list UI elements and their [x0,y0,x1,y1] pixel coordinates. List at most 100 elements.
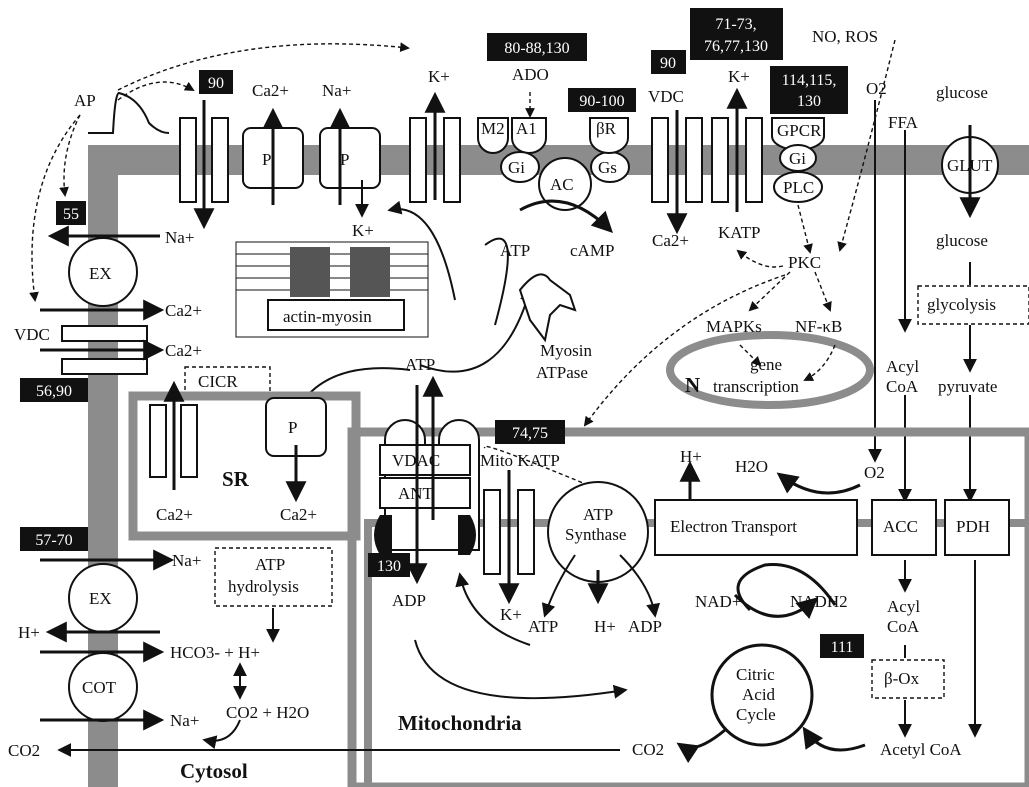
label-atp-h2: hydrolysis [228,577,299,596]
label-ffa: FFA [888,113,919,132]
k-channel [410,118,426,202]
label-p1: P [262,150,271,169]
ref-111: 111 [831,639,854,656]
label-citric1: Citric [736,665,775,684]
label-cicr: CICR [198,372,238,391]
label-vdc-left: VDC [14,325,50,344]
label-ap: AP [74,91,96,110]
label-acetyl: Acetyl CoA [880,740,962,759]
label-gi: Gi [508,158,525,177]
label-h-left: H+ [18,623,40,642]
pump-nak [320,128,380,188]
label-nad: NAD+ [695,592,741,611]
na-channel [180,118,196,202]
ref-71-73: 71-73, [715,16,756,33]
ref-80-88: 80-88,130 [504,40,569,57]
ref-56-90: 56,90 [36,383,72,400]
label-hco3: HCO3- + H+ [170,643,260,662]
label-vdac: VDAC [392,451,440,470]
label-o2-mito: O2 [864,463,885,482]
label-katp: KATP [718,223,761,242]
label-atp-h1: ATP [255,555,285,574]
label-et: Electron Transport [670,517,797,536]
label-ca-ex: Ca2+ [165,301,202,320]
label-na-ex: Na+ [165,228,194,247]
label-ca-sr2: Ca2+ [280,505,317,524]
label-coa1: CoA [886,377,919,396]
ref-114: 114,115, [782,72,837,89]
label-na-cot: Na+ [170,711,199,730]
label-h-m: H+ [594,617,616,636]
label-ant: ANT [398,484,434,503]
label-adp-l: ADP [392,591,426,610]
ref-90b: 90 [660,55,676,72]
label-pyruvate: pyruvate [938,377,997,396]
label-nadh: NADH2 [790,592,848,611]
label-o2-top: O2 [866,79,887,98]
label-atp-syn2: Synthase [565,525,626,544]
label-co2-m: CO2 [632,740,664,759]
katp-channel [712,118,728,202]
ref-90a: 90 [208,75,224,92]
label-gi2: Gi [789,149,806,168]
label-cot: COT [82,678,117,697]
label-br: βR [596,119,617,138]
label-atp1: ATP [500,241,530,260]
label-gpcr: GPCR [777,121,822,140]
label-gene: gene [750,355,782,374]
myosin-atpase-icon [520,274,575,340]
label-atp-c: ATP [405,355,435,374]
label-ex2: EX [89,589,112,608]
label-adp-m: ADP [628,617,662,636]
label-k-mito: K+ [500,605,522,624]
label-mapks: MAPKs [706,317,762,336]
label-vdc-top: VDC [648,87,684,106]
label-na-ex2: Na+ [172,551,201,570]
label-acyl1: Acyl [886,357,919,376]
label-p2: P [340,150,349,169]
ref-74-75: 74,75 [512,425,548,442]
label-no-ros: NO, ROS [812,27,878,46]
label-glycolysis: glycolysis [927,295,996,314]
label-sr: SR [222,467,250,491]
ref-55: 55 [63,206,79,223]
label-acc: ACC [883,517,918,536]
label-k-p: K+ [352,221,374,240]
label-box-ox: β-Ox [884,669,920,688]
label-mito-k: Mito KATP [480,451,560,470]
ap-trace [88,93,169,133]
vdc-channel [652,118,668,202]
label-p3: P [288,418,297,437]
label-actin: actin-myosin [283,307,372,326]
label-pdh: PDH [956,517,990,536]
label-cytosol: Cytosol [180,759,248,783]
label-atp-m: ATP [528,617,558,636]
ref-90-100: 90-100 [579,93,624,110]
label-glut: GLUT [947,156,993,175]
label-myosin1: Myosin [540,341,592,360]
label-ex1: EX [89,264,112,283]
label-acyl2: Acyl [887,597,920,616]
label-co2-h2o: CO2 + H2O [226,703,309,722]
label-a1: A1 [516,119,537,138]
label-ac: AC [550,175,574,194]
label-ca-sr1: Ca2+ [156,505,193,524]
ref-57-70: 57-70 [35,532,72,549]
label-coa2: CoA [887,617,920,636]
label-atp-syn1: ATP [583,505,613,524]
label-citric3: Cycle [736,705,776,724]
label-k-top1: K+ [428,67,450,86]
label-h-up: H+ [680,447,702,466]
label-ado: ADO [512,65,549,84]
mito-katp [484,490,500,574]
label-na-top: Na+ [322,81,351,100]
label-ca-vdcl: Ca2+ [165,341,202,360]
vdc-left [62,326,147,341]
label-plc: PLC [783,178,814,197]
label-pkc: PKC [788,253,821,272]
label-glucose-top: glucose [936,83,988,102]
ref-76-77: 76,77,130 [704,38,768,55]
label-ca-top: Ca2+ [252,81,289,100]
label-glucose-mid: glucose [936,231,988,250]
